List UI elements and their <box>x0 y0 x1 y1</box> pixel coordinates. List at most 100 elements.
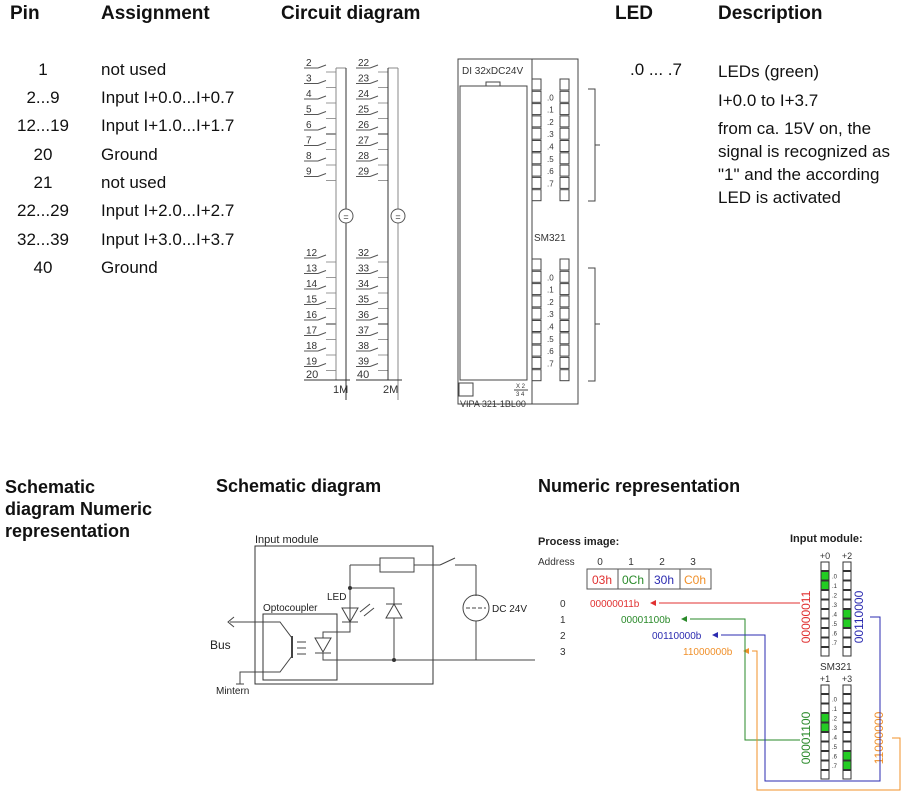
pin-label: 27 <box>358 136 370 147</box>
contact-switch-icon <box>317 254 327 259</box>
connector-line <box>690 618 800 741</box>
bit-label: .3 <box>547 130 554 139</box>
input-module-label: Input module: <box>790 533 863 545</box>
module-label: DI 32xDC24V <box>462 66 523 77</box>
offset-label: +1 <box>820 674 830 684</box>
pin-number: 32...39 <box>17 230 69 249</box>
pin-label: 15 <box>306 295 318 306</box>
contact-switch-icon <box>369 126 379 131</box>
wiring-group: 2345678922232425262728291213141516171819… <box>304 58 388 371</box>
pin-number: 2...9 <box>26 88 60 107</box>
led-range: .0 ... .7 <box>630 60 682 79</box>
led-slot <box>559 78 570 91</box>
contact-switch-icon <box>317 111 327 115</box>
binary-value: 11000000b <box>683 647 733 658</box>
header-circuit-diagram: Circuit diagram <box>281 3 421 24</box>
led-slot <box>531 78 542 91</box>
pin-label: 37 <box>358 326 370 337</box>
led-slot <box>559 115 570 128</box>
led-slot <box>531 295 542 308</box>
contact-switch-icon <box>317 80 327 84</box>
bit-label: .4 <box>547 143 554 152</box>
contact-switch-icon <box>369 173 379 177</box>
led-off <box>842 703 852 713</box>
bit-label: .4 <box>547 323 554 332</box>
pin-label: 16 <box>306 310 318 321</box>
led-slot <box>531 270 542 283</box>
contact-switch-icon <box>369 254 379 259</box>
arrow-head-icon <box>650 600 656 606</box>
pin-label: 36 <box>358 310 370 321</box>
contact-switch-icon <box>369 157 379 162</box>
pin-label: 17 <box>306 326 318 337</box>
dc-symbol-right <box>390 208 406 224</box>
bit-label: .1 <box>547 106 554 115</box>
module-sm321: DI 32xDC24V X 2 3 4 VIPA 321-1BL00 SM321… <box>457 58 600 409</box>
led-on <box>842 609 852 619</box>
bit-label: .3 <box>832 603 838 609</box>
bit-label: .5 <box>832 622 838 628</box>
bit-label: .1 <box>547 286 554 295</box>
pin-label: 5 <box>306 105 312 116</box>
connector-line <box>752 650 901 791</box>
contact-switch-icon <box>369 95 379 100</box>
contact-switch-icon <box>369 270 379 274</box>
pin-label: 25 <box>358 105 370 116</box>
header-numeric-representation: Numeric representation <box>538 476 741 496</box>
contact-switch-icon <box>369 363 379 367</box>
led-slot <box>559 189 570 202</box>
contact-switch-icon <box>369 301 379 305</box>
resistor-icon <box>379 557 415 573</box>
row-address: 0 <box>560 599 566 610</box>
bit-label: .6 <box>547 167 554 176</box>
led-on <box>842 751 852 761</box>
pin-label: 32 <box>358 248 370 259</box>
led-slot <box>559 307 570 320</box>
led-slot <box>531 176 542 189</box>
led-slot <box>559 127 570 140</box>
contact-switch-icon <box>317 157 327 162</box>
led-off <box>820 760 830 770</box>
bit-label: .7 <box>547 179 554 188</box>
header-led: LED <box>615 3 653 24</box>
wire <box>350 587 395 604</box>
hex-value: C0h <box>684 573 706 587</box>
led-off <box>842 599 852 609</box>
contact-switch-icon <box>317 270 327 274</box>
header-schematic-diagram: Schematic diagram <box>216 476 382 496</box>
led-on <box>820 571 830 581</box>
led-slot <box>559 332 570 345</box>
offset-label: +2 <box>842 551 852 561</box>
led-slot <box>531 140 542 152</box>
contact-switch-icon <box>317 363 327 367</box>
pin-label: 12 <box>306 248 318 259</box>
bit-label: .7 <box>832 641 838 647</box>
wire-ground <box>322 653 535 661</box>
optocoupler-diode-icon <box>314 637 332 654</box>
contact-switch-icon <box>317 301 327 305</box>
led-slot <box>531 103 542 116</box>
led-off <box>820 694 830 704</box>
pin-label: 7 <box>306 136 312 147</box>
bit-label: .6 <box>832 632 838 638</box>
led-slot <box>531 307 542 320</box>
binary-value: 00001100b <box>621 615 671 626</box>
led-off <box>842 580 852 590</box>
pin-label: 34 <box>358 279 370 290</box>
hex-value: 03h <box>592 573 612 587</box>
bit-label: .7 <box>547 359 554 368</box>
led-slot <box>531 320 542 332</box>
dc-symbol-text: = <box>395 212 400 222</box>
led-slot <box>559 270 570 283</box>
bus-label-1m: 1M <box>333 384 348 396</box>
pin-label: 18 <box>306 341 318 352</box>
pin-assignment: Input I+3.0...I+3.7 <box>101 230 235 249</box>
led-off <box>842 561 852 571</box>
pin-label: 26 <box>358 120 370 131</box>
bracket-bottom <box>588 267 596 382</box>
led-off <box>820 770 830 780</box>
input-module-box <box>254 545 434 685</box>
header-description: Description <box>718 3 823 24</box>
circuit-diagram: 2345678922232425262728291213141516171819… <box>304 58 406 400</box>
